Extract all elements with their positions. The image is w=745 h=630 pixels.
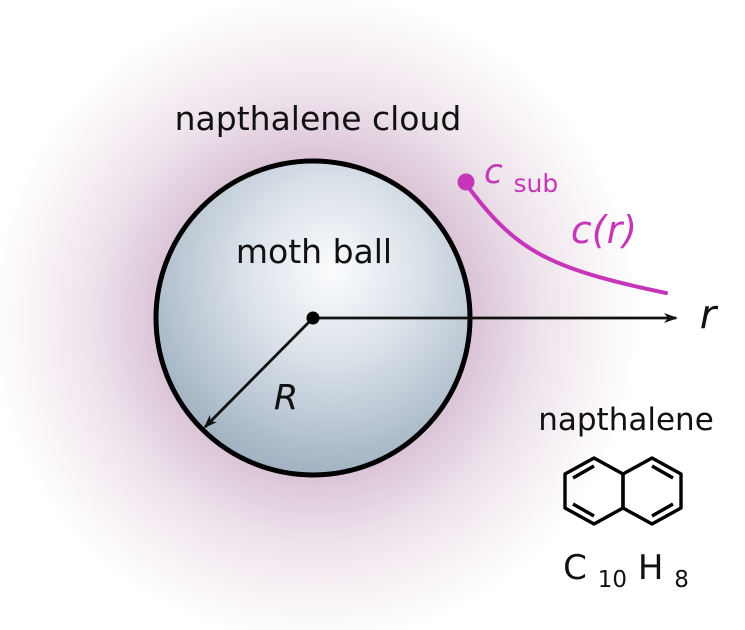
molecular-formula: C 10 H 8 [563,548,689,596]
formula-hydrogen: H [638,548,664,588]
center-point [306,311,320,325]
concentration-label: c(r) [571,208,637,252]
radius-label: R [274,378,298,418]
napthalene-structure [563,456,683,526]
surface-concentration-dot [457,173,475,191]
left-ring-double-bond-side [572,502,595,518]
surface-concentration-label: c sub [484,152,558,198]
ball-label: moth ball [236,232,392,271]
surface-concentration-subscript: sub [514,169,559,198]
right-ring-double-bond-top [651,464,674,480]
formula-carbon: C [563,548,587,588]
cloud-label: napthalene cloud [175,99,462,138]
molecule-name-label: napthalene [538,402,714,438]
right-benzene-ring [621,456,683,526]
radius-arrow [203,317,314,429]
formula-carbon-count: 10 [598,567,627,593]
axis-label: r [700,292,719,338]
concentration-curve [464,182,668,295]
left-ring-double-bond-top [572,464,595,480]
formula-hydrogen-count: 8 [674,567,689,593]
right-ring-double-bond-bottom [651,502,674,518]
surface-concentration-symbol: c [484,152,503,192]
